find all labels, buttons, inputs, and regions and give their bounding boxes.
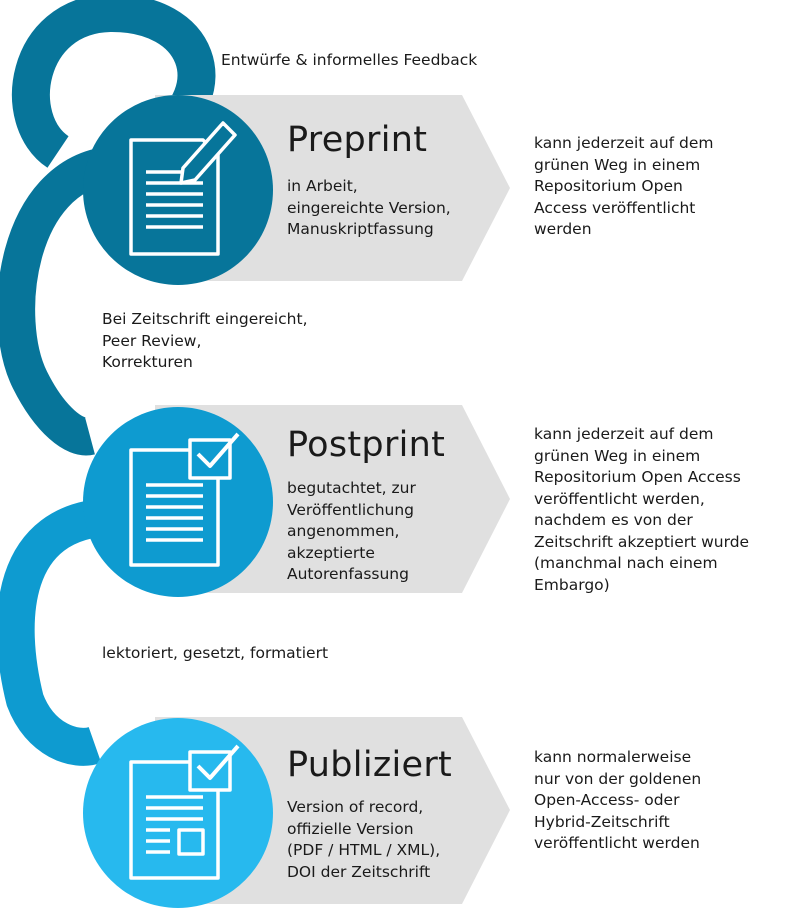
document-layout-checkbox-icon: [129, 744, 240, 880]
transition-label-review: Bei Zeitschrift eingereicht, Peer Review…: [102, 310, 308, 371]
stage-note-postprint: kann jederzeit auf dem grünen Weg in ein…: [534, 425, 750, 594]
stage-note-publiziert: kann normalerweise nur von der goldenen …: [534, 748, 702, 852]
stage-title-postprint: Postprint: [287, 425, 446, 465]
stage-title-preprint: Preprint: [287, 120, 428, 160]
stage-circle-preprint: [83, 95, 273, 285]
transition-label-production: lektoriert, gesetzt, formatiert: [102, 644, 329, 662]
connector-top-loop: [11, 0, 216, 168]
top-label: Entwürfe & informelles Feedback: [221, 51, 478, 69]
stage-description-publiziert: Version of record, offizielle Version (P…: [287, 798, 441, 881]
stage-description-postprint: begutachtet, zur Veröffentlichung angeno…: [287, 479, 416, 583]
stage-title-publiziert: Publiziert: [287, 745, 453, 785]
stage-circle-postprint: [83, 407, 273, 597]
stage-note-preprint: kann jederzeit auf dem grünen Weg in ein…: [534, 134, 714, 238]
connector-middle-bottom: [0, 498, 114, 766]
document-pencil-icon: [129, 121, 237, 256]
connector-top-bottom: [0, 146, 116, 456]
stage-description-preprint: in Arbeit, eingereichte Version, Manuskr…: [287, 177, 451, 238]
document-checkbox-icon: [129, 432, 240, 567]
